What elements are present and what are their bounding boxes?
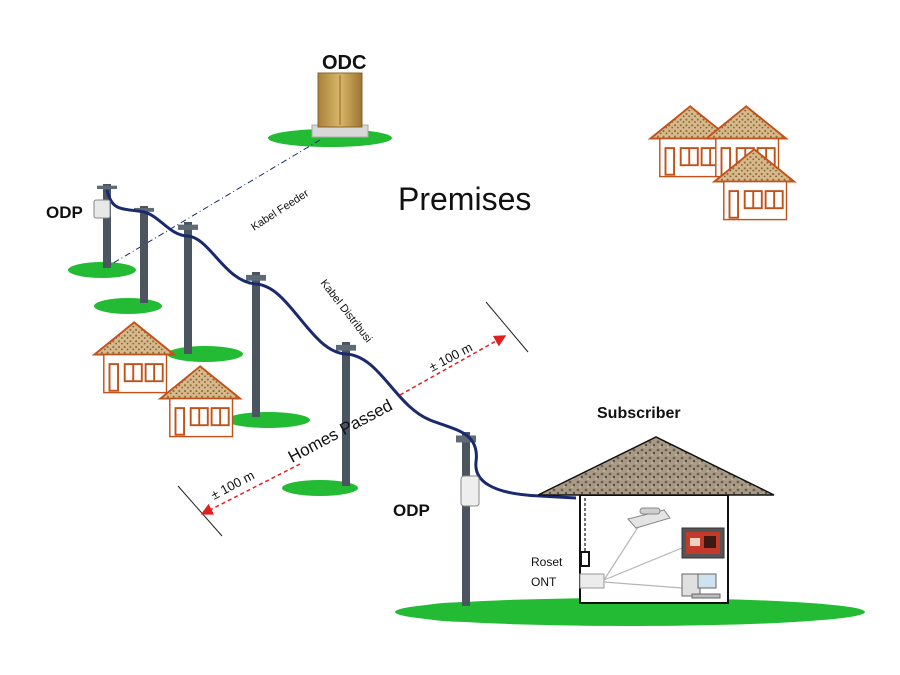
device-links [603,523,683,589]
distance-label-lower: ± 100 m [208,467,256,502]
telephone-icon [627,507,671,529]
pole [97,184,117,268]
feeder-cable [109,139,321,266]
odc-cabinet [311,72,369,138]
pole [134,206,154,303]
roset-label: Roset [531,555,563,569]
ont-device [579,573,605,589]
distance-marker-lower [177,463,301,537]
ont-label: ONT [531,575,557,589]
distribution-cable [105,189,577,500]
odp-box-top [93,199,111,219]
utility-poles [97,184,476,606]
roset-box [580,551,590,567]
odc-label: ODC [322,52,366,74]
distance-marker-upper [399,301,529,396]
premises-houses [649,105,796,221]
odp-label-top: ODP [46,203,83,222]
kabel-distribusi-label: Kabel Distribusi [318,277,375,345]
homes-passed-label: Homes Passed [285,396,396,467]
premises-label: Premises [398,181,531,217]
odp-label-bottom: ODP [393,501,430,520]
pole [178,222,198,354]
television-icon [681,527,725,559]
kabel-feeder-label: Kabel Feeder [249,187,311,233]
pole [246,272,266,417]
subscriber-label: Subscriber [597,405,681,422]
pole [456,432,476,606]
homes-passed-houses [93,321,242,438]
odp-box-bottom [460,475,480,507]
computer-icon [681,573,721,599]
